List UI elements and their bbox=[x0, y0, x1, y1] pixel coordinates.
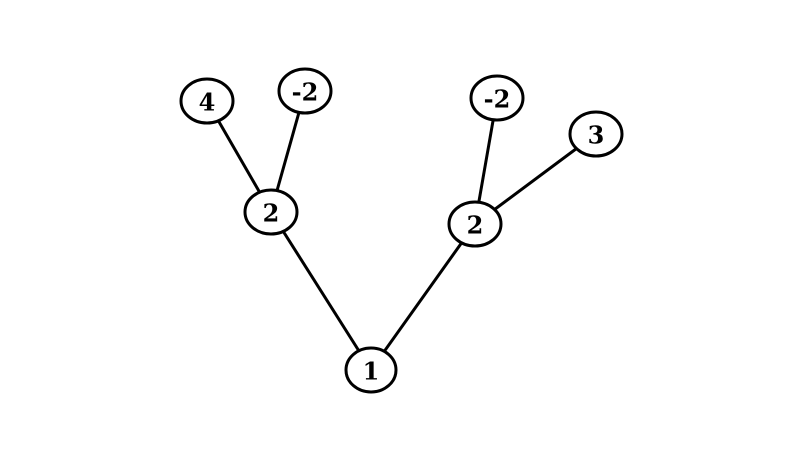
edge-root-to-left bbox=[269, 211, 373, 371]
node-label-right-left: -2 bbox=[484, 85, 511, 114]
tree-node-left-right: -2 bbox=[277, 67, 333, 115]
node-label-right-right: 3 bbox=[588, 121, 605, 150]
tree-node-root: 1 bbox=[344, 346, 398, 394]
node-circle-right-left bbox=[469, 74, 525, 122]
tree-node-left: 2 bbox=[243, 188, 299, 236]
edge-root-to-right bbox=[369, 223, 477, 371]
node-label-left-left: 4 bbox=[199, 88, 216, 117]
node-circle-left-left bbox=[179, 77, 235, 125]
tree-nodes: 1 2 2 4 -2 -2 3 bbox=[179, 67, 624, 394]
node-circle-right bbox=[447, 200, 503, 248]
tree-node-right: 2 bbox=[447, 200, 503, 248]
node-label-right: 2 bbox=[467, 211, 484, 240]
tree-node-left-left: 4 bbox=[179, 77, 235, 125]
node-label-left-right: -2 bbox=[292, 78, 319, 107]
node-label-root: 1 bbox=[363, 357, 380, 386]
tree-node-right-right: 3 bbox=[568, 110, 624, 158]
node-circle-root bbox=[344, 346, 398, 394]
node-label-left: 2 bbox=[263, 199, 280, 228]
node-circle-right-right bbox=[568, 110, 624, 158]
tree-node-right-left: -2 bbox=[469, 74, 525, 122]
node-circle-left-right bbox=[277, 67, 333, 115]
node-circle-left bbox=[243, 188, 299, 236]
